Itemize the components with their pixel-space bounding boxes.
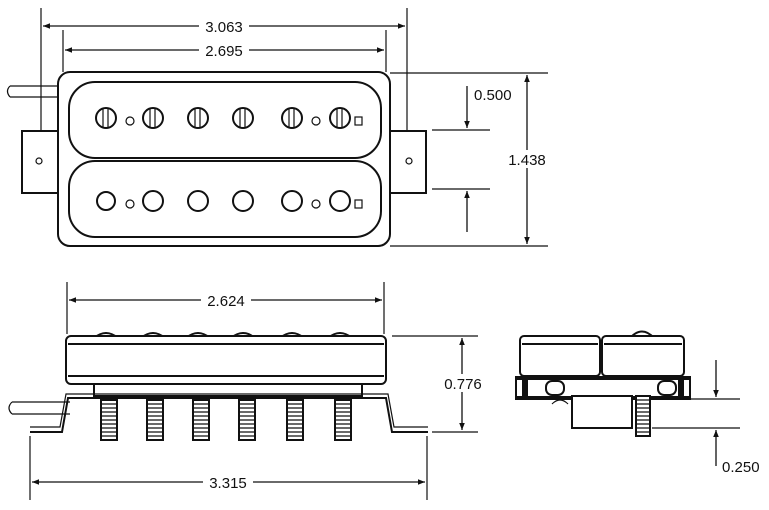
slug-pole (232, 190, 254, 212)
dim-top-overall-width: 3.063 (40, 8, 408, 132)
slug-pole (187, 190, 209, 212)
dim-side-bobbin-width: 2.624 (66, 282, 385, 334)
slug-pole (96, 191, 116, 211)
dim-label-3063: 3.063 (205, 19, 243, 36)
side-baseplate (30, 397, 428, 433)
dim-side-baseplate-width: 3.315 (29, 436, 428, 500)
dim-label-0776: 0.776 (444, 376, 482, 393)
right-mount-hole (405, 157, 413, 165)
slug-pole (329, 190, 351, 212)
side-threaded-legs (100, 399, 352, 441)
dim-label-1438: 1.438 (508, 152, 546, 169)
end-magnet (657, 380, 677, 396)
dim-top-pole-offset: 0.500 (432, 86, 512, 232)
top-bobbin-screw-side (68, 81, 382, 159)
dim-label-2624: 2.624 (207, 293, 245, 310)
end-bobbin-right (601, 335, 685, 377)
small-hole (125, 199, 135, 209)
screw-pole (281, 107, 303, 129)
dim-side-height: 0.776 (392, 335, 488, 433)
small-hole (311, 199, 321, 209)
screw-pole (142, 107, 164, 129)
slug-pole (142, 190, 164, 212)
square-hole (354, 199, 363, 209)
dim-label-2695: 2.695 (205, 43, 243, 60)
top-bobbin-slug-side (68, 160, 382, 238)
top-lead-wire (6, 85, 64, 98)
square-hole (354, 116, 363, 126)
left-mount-hole (35, 157, 43, 165)
end-bobbin-left (519, 335, 601, 377)
slug-pole-row (96, 190, 363, 212)
dim-top-bobbin-width: 2.695 (62, 30, 387, 72)
screw-pole (232, 107, 254, 129)
screw-pole-row (95, 107, 363, 129)
screw-pole (187, 107, 209, 129)
slug-pole (281, 190, 303, 212)
screw-pole (95, 107, 117, 129)
small-hole (311, 116, 321, 126)
dim-end-leg-length: 0.250 (652, 360, 760, 476)
end-view: 0.250 (515, 330, 760, 476)
small-hole (125, 116, 135, 126)
dim-label-0500: 0.500 (474, 87, 512, 104)
screw-pole (329, 107, 351, 129)
side-lead-wire (8, 401, 70, 415)
end-magnet (545, 380, 565, 396)
end-spacer-block (571, 395, 633, 429)
side-view: 2.624 0.776 3.315 (8, 282, 488, 500)
dim-label-3315: 3.315 (209, 475, 247, 492)
side-spacer (93, 383, 363, 397)
dim-label-0250: 0.250 (722, 459, 760, 476)
dim-top-height: 1.438 (390, 72, 550, 247)
top-view: 3.063 2.695 1.438 0.500 (6, 8, 550, 247)
